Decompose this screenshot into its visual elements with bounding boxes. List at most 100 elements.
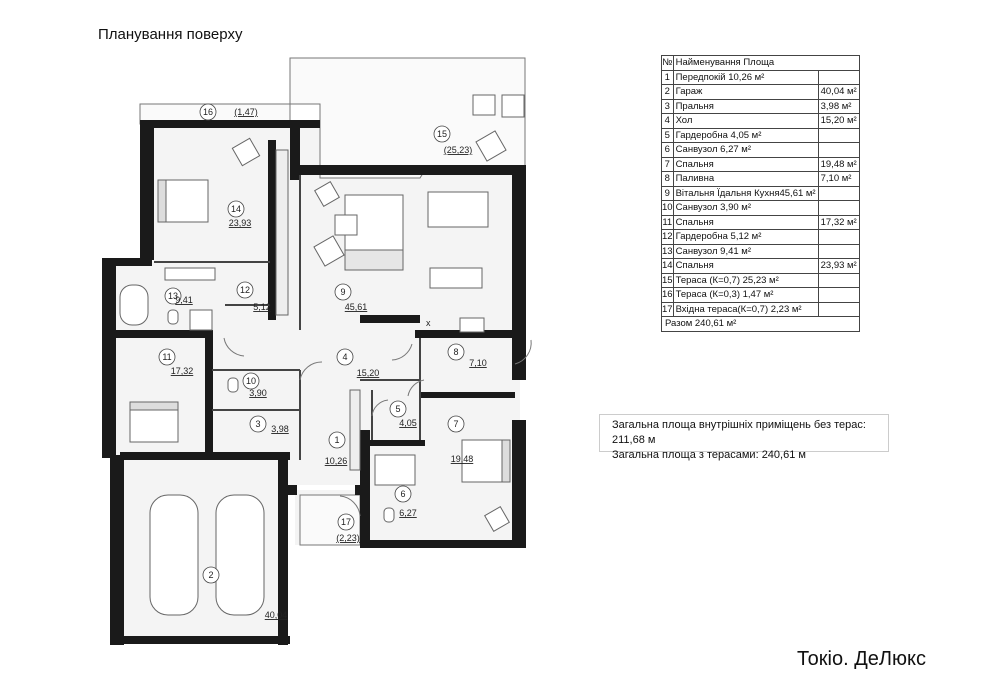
room-number-label: 14 [231,204,241,214]
toilet-icon [227,377,239,393]
room-number: 3 [661,98,674,114]
lounger-icon [475,130,507,162]
room-number: 6 [661,142,674,158]
dining-table-icon [427,191,489,228]
table-header-row: № Найменування Площа [661,55,860,71]
room-area-label: (2,23) [336,533,360,543]
door-mark: x [426,318,431,328]
room-area-label: 17,32 [171,366,194,376]
kitchen-island-icon [429,267,483,289]
room-area [817,287,860,303]
room-number-circle [249,415,267,433]
table-total-row: Разом 240,61 м² [661,316,860,332]
partitions [154,175,421,460]
room-number-label: 17 [341,517,351,527]
room-area: 19,48 м² [817,156,860,172]
room-number: 1 [661,69,674,85]
coffee-table-icon [334,214,358,236]
room-number-label: 8 [453,347,458,357]
room-area-label: 40,04 [265,610,288,620]
room-number: 11 [661,214,674,230]
room-name: Тераса (К=0,3) 1,47 м² [672,287,819,303]
chair-icon [314,181,340,207]
room-number: 12 [661,229,674,245]
room-area-label: (1,47) [234,107,258,117]
summary-line-total: Загальна площа з терасами: 240,61 м [612,449,806,461]
car-icon [215,494,265,616]
room-area-label: 15,20 [357,368,380,378]
room-name: Санвузол 9,41 м² [672,243,819,259]
room-number-circle [164,287,182,305]
toilet-icon [167,309,179,325]
room-number: 14 [661,258,674,274]
table-header-name: Найменування Площа [672,55,860,71]
room-area: 3,98 м² [817,98,860,114]
room-area-label: 19,48 [451,454,474,464]
room-name: Хол [672,113,819,129]
shower-icon [189,309,213,331]
room-number-label: 11 [162,352,171,362]
table-header-num: № [661,55,674,71]
stove-icon [459,317,485,333]
room-area [817,127,860,143]
room-number: 17 [661,301,674,317]
chair-icon [231,137,261,167]
car-icon [149,494,199,616]
room-area-label: 7,10 [469,358,487,368]
room-area: 17,32 м² [817,214,860,230]
room-name: Гардеробна 5,12 м² [672,229,819,245]
room-number: 16 [661,287,674,303]
room-number-circle [447,343,465,361]
room-number-circle [336,348,354,366]
room-area [817,200,860,216]
room-area [817,243,860,259]
room-area-label: 4,05 [399,418,417,428]
room-area-label: 45,61 [345,302,368,312]
chair-icon [484,506,510,532]
room-number-label: 4 [342,352,347,362]
room-number-circle [242,372,260,390]
shower-icon [374,454,416,486]
lounger-icon [501,94,525,118]
room-number-circle [227,200,245,218]
room-number-label: 12 [240,285,250,295]
summary-line-inner: Загальна площа внутрішніх приміщень без … [612,419,866,446]
room-number: 15 [661,272,674,288]
room-area: 7,10 м² [817,171,860,187]
room-area-label: (25,23) [444,145,473,155]
room-number-circle [447,415,465,433]
room-area-label: 3,90 [249,388,267,398]
room-number-circle [433,125,451,143]
room-area [817,272,860,288]
room-number-circle [328,431,346,449]
room-number: 9 [661,185,674,201]
room-number-label: 2 [208,570,213,580]
room-area-label: 23,93 [229,218,252,228]
room-area [817,301,860,317]
furniture [119,94,525,616]
room-number: 7 [661,156,674,172]
room-number-circle [394,485,412,503]
sink-icon [164,267,216,281]
room-name: Вітальня Їдальня Кухня45,61 м² [672,185,819,201]
toilet-icon [383,507,395,523]
door-swings [223,337,532,517]
room-number-circle [334,283,352,301]
room-number: 10 [661,200,674,216]
room-name: Спальня [672,156,819,172]
room-number-circle [389,400,407,418]
room-name: Паливна [672,171,819,187]
room-area: 15,20 м² [817,113,860,129]
room-number-circle [337,513,355,531]
room-name: Спальня [672,258,819,274]
